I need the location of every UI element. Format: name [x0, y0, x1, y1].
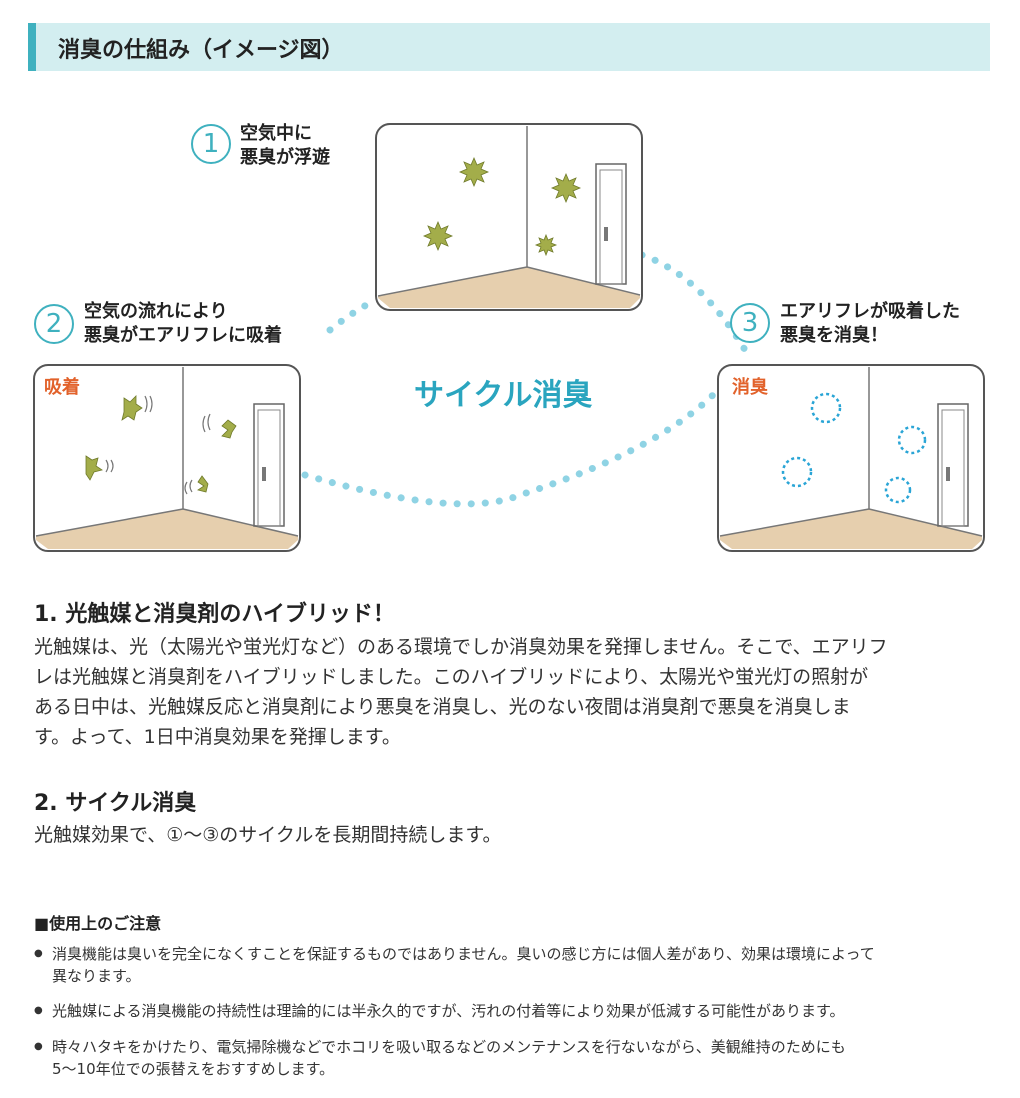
cycle-deodorize-label: サイクル消臭 — [414, 378, 593, 413]
step-3-line2: 悪臭を消臭！ — [780, 325, 888, 346]
note-line: 5〜10年位での張替えをおすすめします。 — [52, 1060, 335, 1078]
section-2-body: 光触媒効果で、①〜③のサイクルを長期間持続します。 — [34, 824, 502, 846]
note-line: 異なります。 — [52, 967, 141, 985]
cycle-dotted-path-top-left — [326, 296, 380, 334]
page-title: 消臭の仕組み（イメージ図） — [58, 38, 344, 63]
room-panel-1 — [375, 123, 643, 311]
step-2-line2: 悪臭がエアリフレに吸着 — [84, 325, 282, 346]
notes-title: ■使用上のご注意 — [34, 914, 162, 933]
cycle-dotted-path-top-right — [638, 251, 749, 354]
step-1-line1: 空気中に — [240, 123, 312, 144]
step-2-line1: 空気の流れにより — [84, 301, 228, 322]
step-3-label: エアリフレが吸着した 悪臭を消臭！ — [780, 300, 960, 348]
note-item: 消臭機能は臭いを完全になくすことを保証するものではありません。臭いの感じ方には個… — [34, 943, 994, 987]
deodorized-ring — [781, 392, 927, 504]
note-line: 光触媒による消臭機能の持続性は理論的には半永久的ですが、汚れの付着等により効果が… — [52, 1002, 845, 1020]
step-number-1: 1 — [191, 124, 231, 164]
deodorize-diagram: 1 空気中に 悪臭が浮遊 2 空気の流れにより 悪臭がエアリフレに吸着 3 エア… — [0, 90, 1020, 570]
odor-particle — [422, 156, 582, 257]
step-1-label: 空気中に 悪臭が浮遊 — [240, 122, 330, 170]
step-number-3: 3 — [730, 303, 770, 343]
step-number-2: 2 — [34, 304, 74, 344]
diagram-illustration — [33, 123, 985, 552]
section-2-title: 2. サイクル消臭 — [34, 791, 197, 816]
section-1-line: 光触媒は、光（太陽光や蛍光灯など）のある環境でしか消臭効果を発揮しません。そこで… — [34, 636, 888, 658]
section-1-line: ある日中は、光触媒反応と消臭剤により悪臭を消臭し、光のない夜間は消臭剤で悪臭を消… — [34, 696, 851, 718]
note-line: 消臭機能は臭いを完全になくすことを保証するものではありません。臭いの感じ方には個… — [52, 945, 875, 963]
note-line: 時々ハタキをかけたり、電気掃除機などでホコリを吸い取るなどのメンテナンスを行ない… — [52, 1038, 846, 1056]
note-item: 時々ハタキをかけたり、電気掃除機などでホコリを吸い取るなどのメンテナンスを行ない… — [34, 1036, 994, 1080]
adsorb-tag: 吸着 — [44, 377, 80, 398]
section-header: 消臭の仕組み（イメージ図） — [28, 23, 990, 71]
section-1-body: 光触媒は、光（太陽光や蛍光灯など）のある環境でしか消臭効果を発揮しません。そこで… — [34, 632, 989, 752]
adsorbed-odor — [85, 395, 237, 493]
deodorize-tag: 消臭 — [732, 377, 768, 398]
room-panel-2 — [33, 364, 301, 552]
section-1-title: 1. 光触媒と消臭剤のハイブリッド！ — [34, 602, 395, 627]
step-1-line2: 悪臭が浮遊 — [240, 147, 330, 168]
section-1-line: す。よって、1日中消臭効果を発揮します。 — [34, 726, 401, 748]
room-panel-3 — [717, 364, 985, 552]
step-3-line1: エアリフレが吸着した — [780, 301, 960, 322]
section-1-line: レは光触媒と消臭剤をハイブリッドしました。このハイブリッドにより、太陽光や蛍光灯… — [34, 666, 869, 688]
note-item: 光触媒による消臭機能の持続性は理論的には半永久的ですが、汚れの付着等により効果が… — [34, 1000, 994, 1022]
step-2-label: 空気の流れにより 悪臭がエアリフレに吸着 — [84, 300, 282, 348]
